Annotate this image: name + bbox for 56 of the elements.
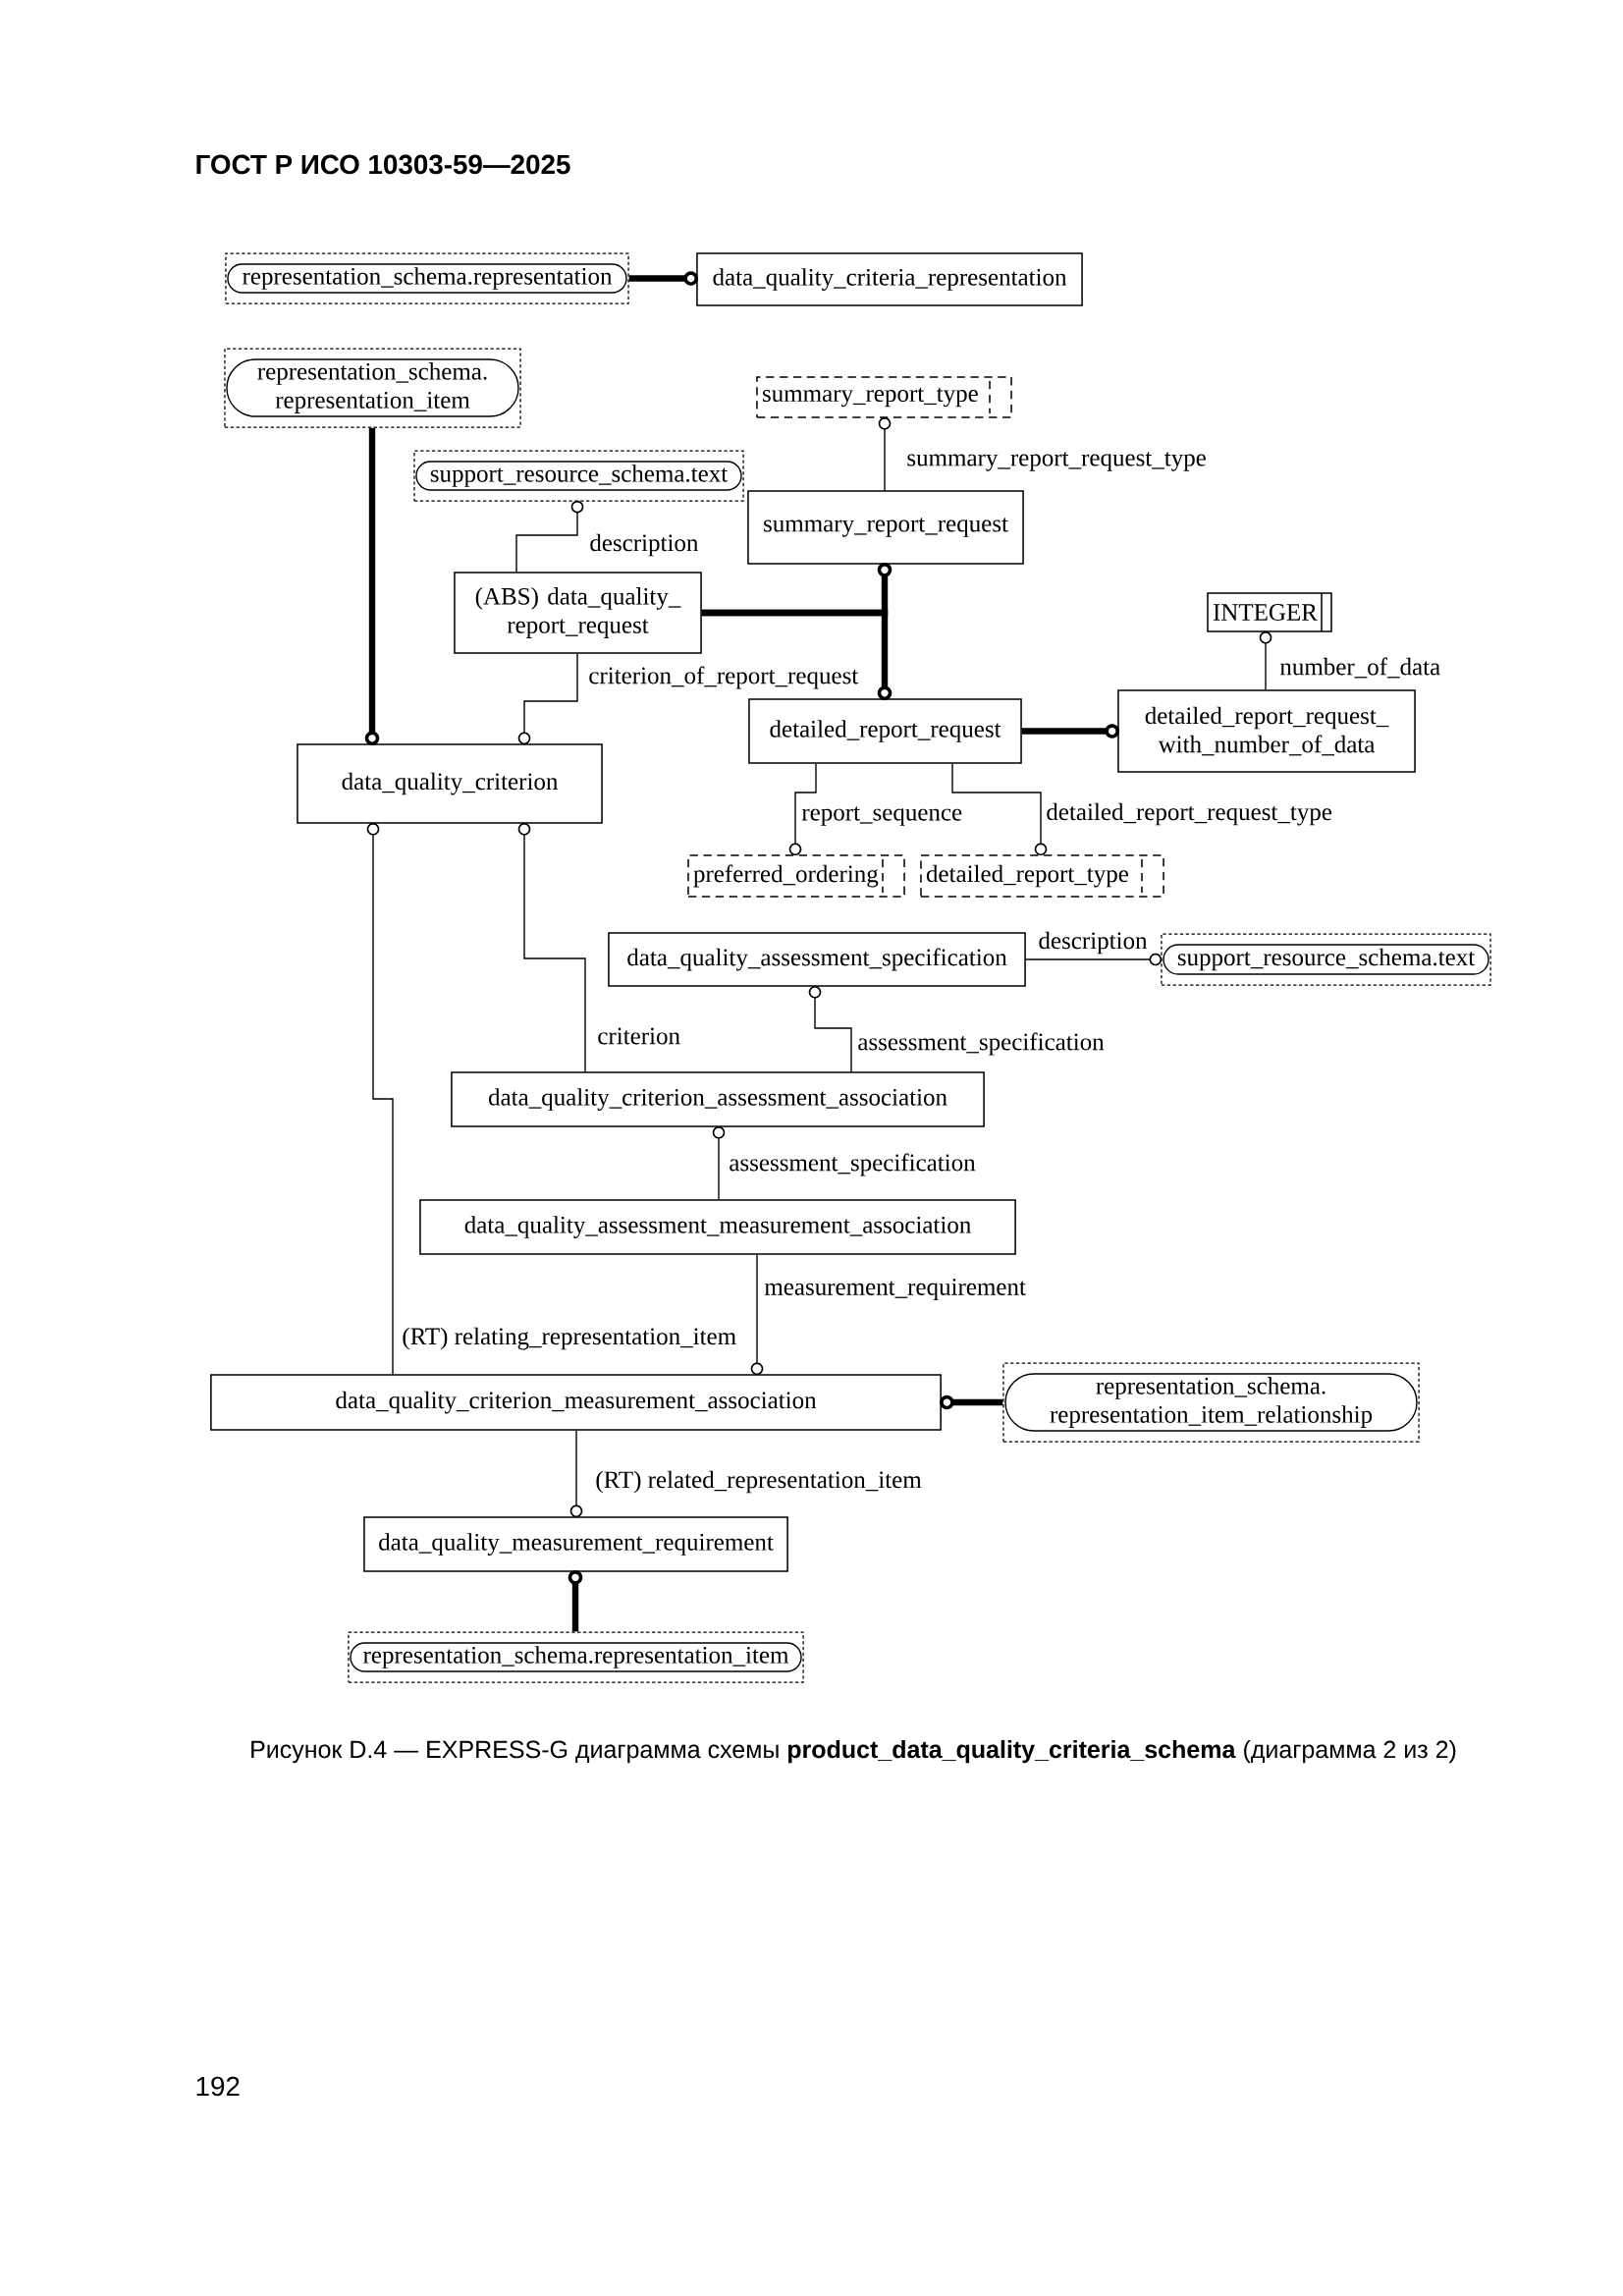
type-box: preferred_ordering xyxy=(687,854,905,898)
edge-label: assessment_specification xyxy=(730,1153,976,1176)
header-text: ГОСТ Р ИСО 10303-59—2025 xyxy=(196,154,570,175)
reference-box: representation_schema.representation xyxy=(225,252,629,304)
entity-box: data_quality_criteria_representation xyxy=(696,252,1083,306)
subtype-line xyxy=(1021,724,1119,738)
edge-label: criterion xyxy=(598,1027,680,1045)
subtype-line xyxy=(701,609,893,701)
attribute-line xyxy=(878,416,892,491)
entity-box: data_quality_assessment_specification xyxy=(608,932,1026,987)
edge-label: description xyxy=(1039,931,1148,955)
attribute-line xyxy=(515,500,584,573)
subtype-line xyxy=(940,1394,1003,1410)
reference-box: representation_schema. representation_item xyxy=(224,348,521,428)
reference-box: support_resource_schema.text xyxy=(413,450,744,502)
attribute-line xyxy=(750,1254,764,1376)
attribute-line xyxy=(712,1125,726,1200)
edge-label: (RT) related_representation_item xyxy=(596,1470,922,1494)
edge-label: report_sequence xyxy=(801,806,962,826)
attribute-line xyxy=(1025,953,1163,966)
edge-label: summary_report_request_type xyxy=(907,452,1206,471)
type-box: detailed_report_type xyxy=(920,854,1164,898)
edge-label: criterion_of_report_request xyxy=(589,666,859,689)
entity-box: data_quality_criterion_assessment_association xyxy=(451,1071,985,1127)
attribute-line xyxy=(366,822,394,1375)
entity-box: data_quality_measurement_requirement xyxy=(363,1516,788,1572)
attribute-line xyxy=(517,653,578,745)
edge-label: description xyxy=(590,533,699,557)
edge-label: measurement_requirement xyxy=(764,1279,1026,1300)
entity-box: data_quality_assessment_measurement_association xyxy=(419,1199,1016,1255)
reference-box: representation_schema. representation_item_relationship xyxy=(1002,1362,1420,1443)
page-number: 192 xyxy=(196,2076,240,2097)
simple-type-box: INTEGER xyxy=(1207,592,1332,632)
edge-label: assessment_specification xyxy=(858,1032,1105,1056)
entity-box: data_quality_criterion xyxy=(297,743,603,824)
subtype-line xyxy=(628,271,698,286)
subtype-line xyxy=(568,1570,583,1632)
attribute-line xyxy=(569,1430,583,1518)
attribute-line xyxy=(788,763,817,856)
entity-box: data_quality_criterion_measurement_association xyxy=(210,1374,942,1431)
edge-label: number_of_data xyxy=(1279,657,1440,679)
entity-box: detailed_report_request_ with_number_of_data xyxy=(1117,689,1416,773)
subtype-line xyxy=(364,427,380,746)
figure-caption: Рисунок D.4 — EXPRESS-G диаграмма схемы product_data_quality_criteria_schema (диаграмма 2 из 2) xyxy=(251,1739,1456,1764)
reference-box: support_resource_schema.text xyxy=(1161,933,1491,986)
attribute-line xyxy=(1259,630,1272,690)
attribute-line xyxy=(517,822,586,1072)
attribute-line xyxy=(808,985,852,1072)
entity-box: detailed_report_request xyxy=(748,698,1022,764)
reference-box: representation_schema.representation_item xyxy=(348,1631,804,1683)
edge-label: (RT) relating_representation_item xyxy=(403,1327,736,1350)
entity-box: summary_report_request xyxy=(747,490,1024,565)
type-box: summary_report_type xyxy=(756,376,1012,418)
entity-box: (ABS) data_quality_ report_request xyxy=(454,572,702,654)
edge-label: detailed_report_request_type xyxy=(1047,802,1332,826)
attribute-line xyxy=(951,763,1048,856)
